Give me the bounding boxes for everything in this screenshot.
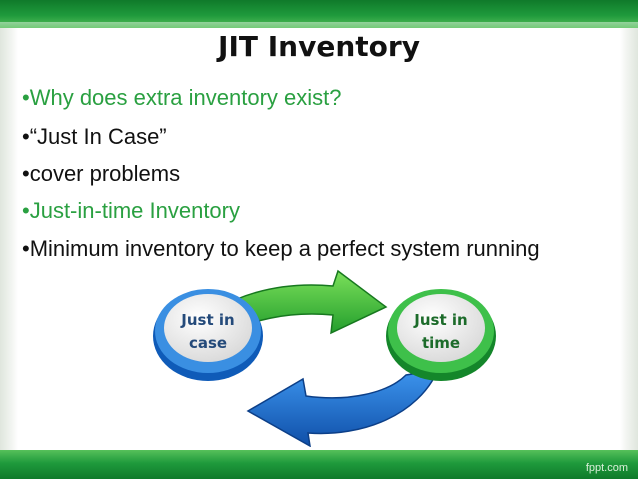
bullet-just-in-time: •Just-in-time Inventory (22, 198, 240, 223)
just-in-case-label-line1: Just in (180, 311, 234, 329)
just-in-case-badge: Just in case (153, 289, 263, 381)
bullet-cover-problems: •cover problems (22, 161, 181, 186)
jit-cycle-diagram: Just in case Just in time (153, 269, 496, 447)
bullet-why-extra-inventory: •Why does extra inventory exist? (22, 85, 342, 110)
just-in-time-label-line2: time (422, 334, 460, 352)
bottom-green-band (0, 450, 638, 479)
bullet-just-in-case: •“Just In Case” (22, 124, 167, 149)
blue-cycle-arrow (246, 369, 440, 447)
slide-title: JIT Inventory (218, 30, 420, 63)
left-edge-shade (0, 28, 18, 450)
just-in-time-badge: Just in time (386, 289, 496, 381)
just-in-case-label-line2: case (189, 334, 227, 352)
right-edge-shade (620, 28, 638, 450)
footer-watermark: fppt.com (585, 462, 628, 474)
bullet-minimum-inventory: •Minimum inventory to keep a perfect sys… (22, 236, 540, 261)
just-in-time-label-line1: Just in (413, 311, 467, 329)
top-band-highlight (0, 22, 638, 32)
top-green-band (0, 0, 638, 28)
